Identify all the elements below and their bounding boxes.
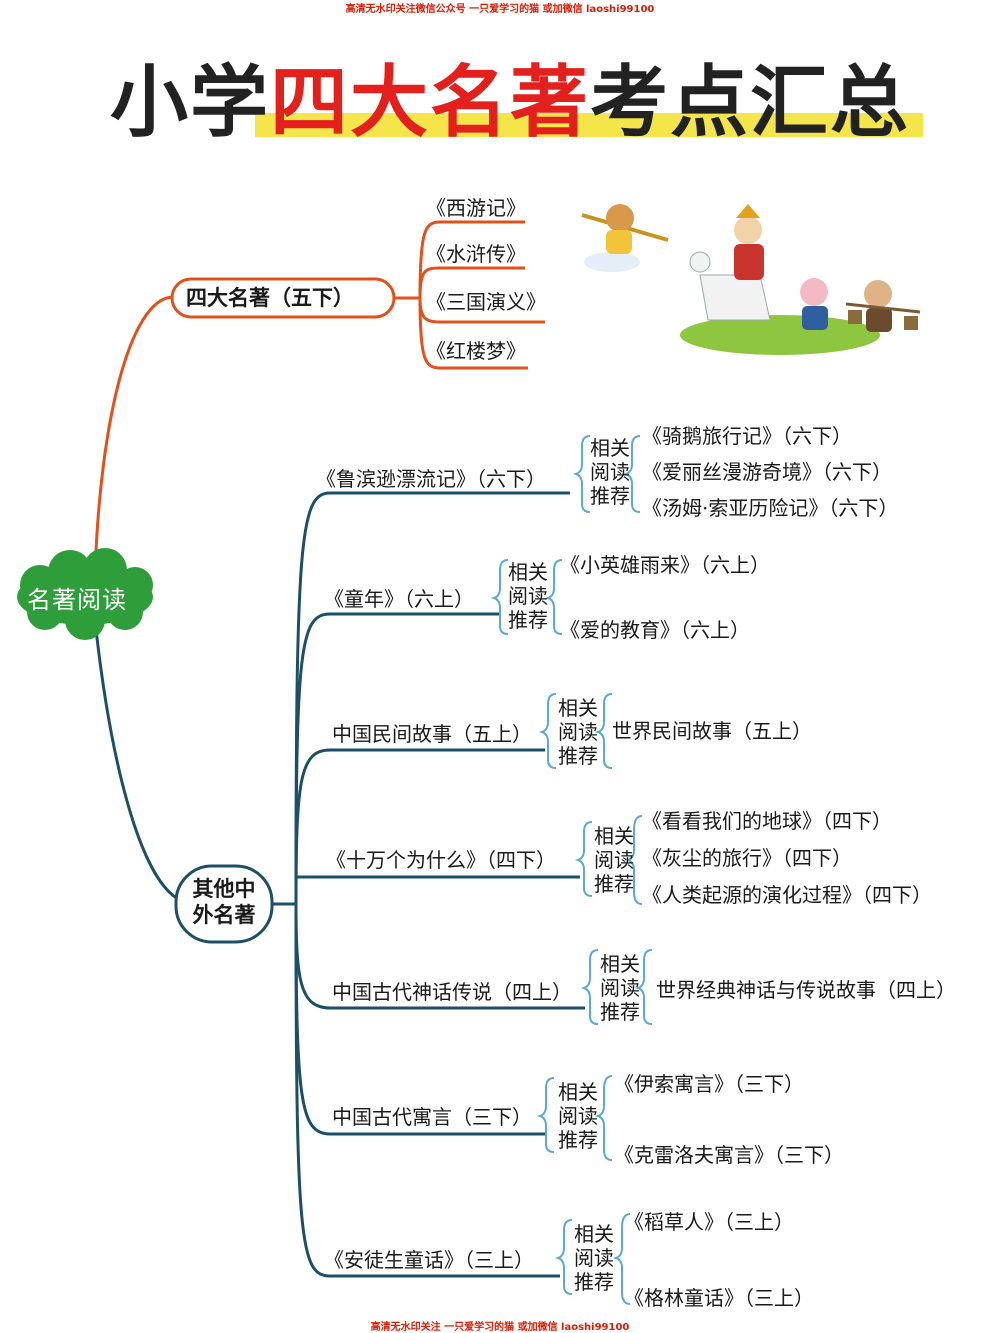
branch-book-2: 《童年》（六上）	[324, 587, 474, 611]
brace-7-right	[612, 1213, 631, 1305]
journey-illustration	[581, 204, 921, 355]
branch-6	[294, 903, 545, 1136]
title-highlight	[255, 113, 923, 137]
related-1-3: 《汤姆·索亚历险记》（六下）	[642, 496, 899, 520]
recommend-label-6: 相关阅读推荐	[558, 1080, 598, 1152]
recommend-label-7: 相关阅读推荐	[574, 1222, 614, 1294]
branch-book-3: 中国民间故事（五上）	[332, 722, 532, 746]
book-shuihuzhuan: 《水浒传》	[426, 242, 526, 266]
related-2-1: 《小英雄雨来》（六上）	[560, 553, 770, 577]
brace-1-left	[572, 435, 591, 513]
branch-3	[294, 748, 545, 905]
branch-book-6: 中国古代寓言（三下）	[332, 1105, 532, 1129]
related-1-1: 《骑鹅旅行记》（六下）	[642, 424, 852, 448]
recommend-label-2: 相关阅读推荐	[508, 560, 548, 632]
other-label-line1: 其他中	[192, 876, 256, 901]
title-part2: 四大名著	[269, 58, 590, 148]
root-to-other-line	[93, 619, 181, 902]
brace-2-right	[544, 559, 563, 635]
book-hongloumeng: 《红楼梦》	[426, 339, 526, 363]
brace-5-left	[580, 949, 599, 1025]
related-4-2: 《灰尘的旅行》（四下）	[642, 846, 852, 870]
recommend-label-4: 相关阅读推荐	[594, 824, 634, 896]
related-6-2: 《克雷洛夫寓言》（三下）	[614, 1143, 844, 1167]
other-label-line2: 外名著	[192, 902, 256, 927]
branch-xiyouji	[418, 220, 525, 299]
brace-3-left	[538, 693, 557, 769]
root-label: 名著阅读	[27, 586, 127, 614]
branch-1	[294, 491, 570, 905]
brace-1-right	[622, 435, 641, 513]
branch-shuihu	[418, 266, 525, 299]
branch-book-1: 《鲁滨逊漂流记》（六下）	[316, 467, 546, 491]
other-classics-label: 其他中 外名著	[186, 876, 262, 928]
brace-4-right	[624, 815, 643, 905]
title-part1: 小学	[109, 58, 270, 148]
recommend-label-3: 相关阅读推荐	[558, 696, 598, 768]
four-classics-label: 四大名著（五下）	[186, 285, 354, 310]
brace-7-left	[554, 1219, 573, 1295]
brace-5-right	[634, 949, 653, 1025]
related-4-3: 《人类起源的演化过程》（四下）	[642, 883, 932, 907]
related-7-1: 《稻草人》（三上）	[624, 1210, 794, 1234]
branch-book-4: 《十万个为什么》（四下）	[326, 848, 556, 872]
watermark-top: 高清无水印关注微信公众号 一只爱学习的猫 或加微信 laoshi99100	[345, 4, 655, 15]
branch-hongloumeng	[418, 297, 528, 370]
book-xiyouji: 《西游记》	[426, 196, 526, 220]
related-7-2: 《格林童话》（三上）	[624, 1286, 814, 1310]
related-1-2: 《爱丽丝漫游奇境》（六下）	[642, 460, 892, 484]
related-5-1: 世界经典神话与传说故事（四上）	[656, 978, 956, 1002]
watermark-bottom: 高清无水印关注 一只爱学习的猫 或加微信 laoshi99100	[370, 1322, 630, 1333]
book-sanguoyanyi: 《三国演义》	[426, 290, 546, 314]
root-to-four-classics-line	[93, 295, 173, 576]
page-title: 小学四大名著考点汇总	[80, 58, 940, 148]
title-part3: 考点汇总	[590, 58, 911, 148]
branch-book-7: 《安徒生童话》（三上）	[324, 1248, 534, 1272]
brace-6-left	[536, 1077, 555, 1153]
recommend-label-5: 相关阅读推荐	[600, 952, 640, 1024]
brace-6-right	[594, 1075, 613, 1161]
related-2-2: 《爱的教育》（六上）	[560, 618, 750, 642]
related-3-1: 世界民间故事（五上）	[612, 719, 812, 743]
recommend-label-1: 相关阅读推荐	[590, 436, 630, 508]
branch-book-5: 中国古代神话传说（四上）	[332, 980, 572, 1004]
related-4-1: 《看看我们的地球》（四下）	[642, 809, 892, 833]
related-6-1: 《伊索寓言》（三下）	[614, 1072, 804, 1096]
root-cloud	[17, 548, 153, 640]
brace-3-right	[594, 693, 613, 769]
branch-2	[294, 612, 500, 905]
brace-2-left	[490, 559, 509, 635]
branch-7	[294, 903, 560, 1278]
brace-4-left	[574, 821, 593, 897]
